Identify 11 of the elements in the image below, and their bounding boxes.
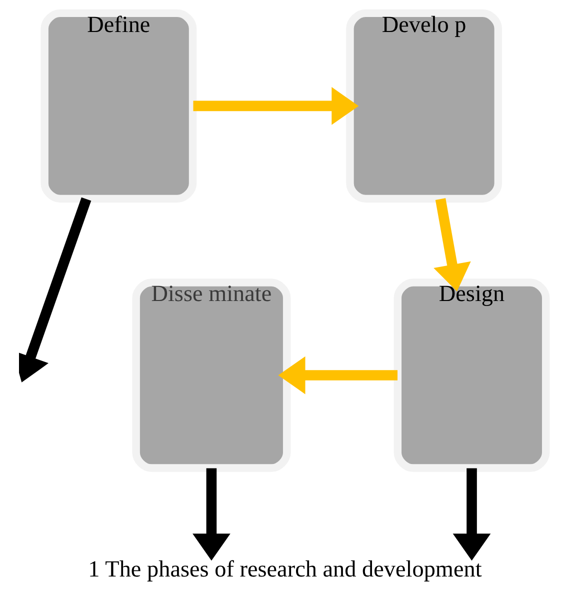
arrow (278, 356, 398, 394)
caption: 1 The phases of research and development (88, 556, 482, 582)
arrow (193, 87, 359, 125)
node-box: Develo p (346, 9, 502, 203)
node-box: Define (40, 9, 197, 203)
arrow (434, 198, 471, 292)
node-box: Design (394, 278, 550, 472)
arrow (192, 468, 230, 561)
arrow (19, 197, 92, 382)
arrow (452, 468, 491, 561)
node-box: Disse minate (132, 278, 291, 472)
